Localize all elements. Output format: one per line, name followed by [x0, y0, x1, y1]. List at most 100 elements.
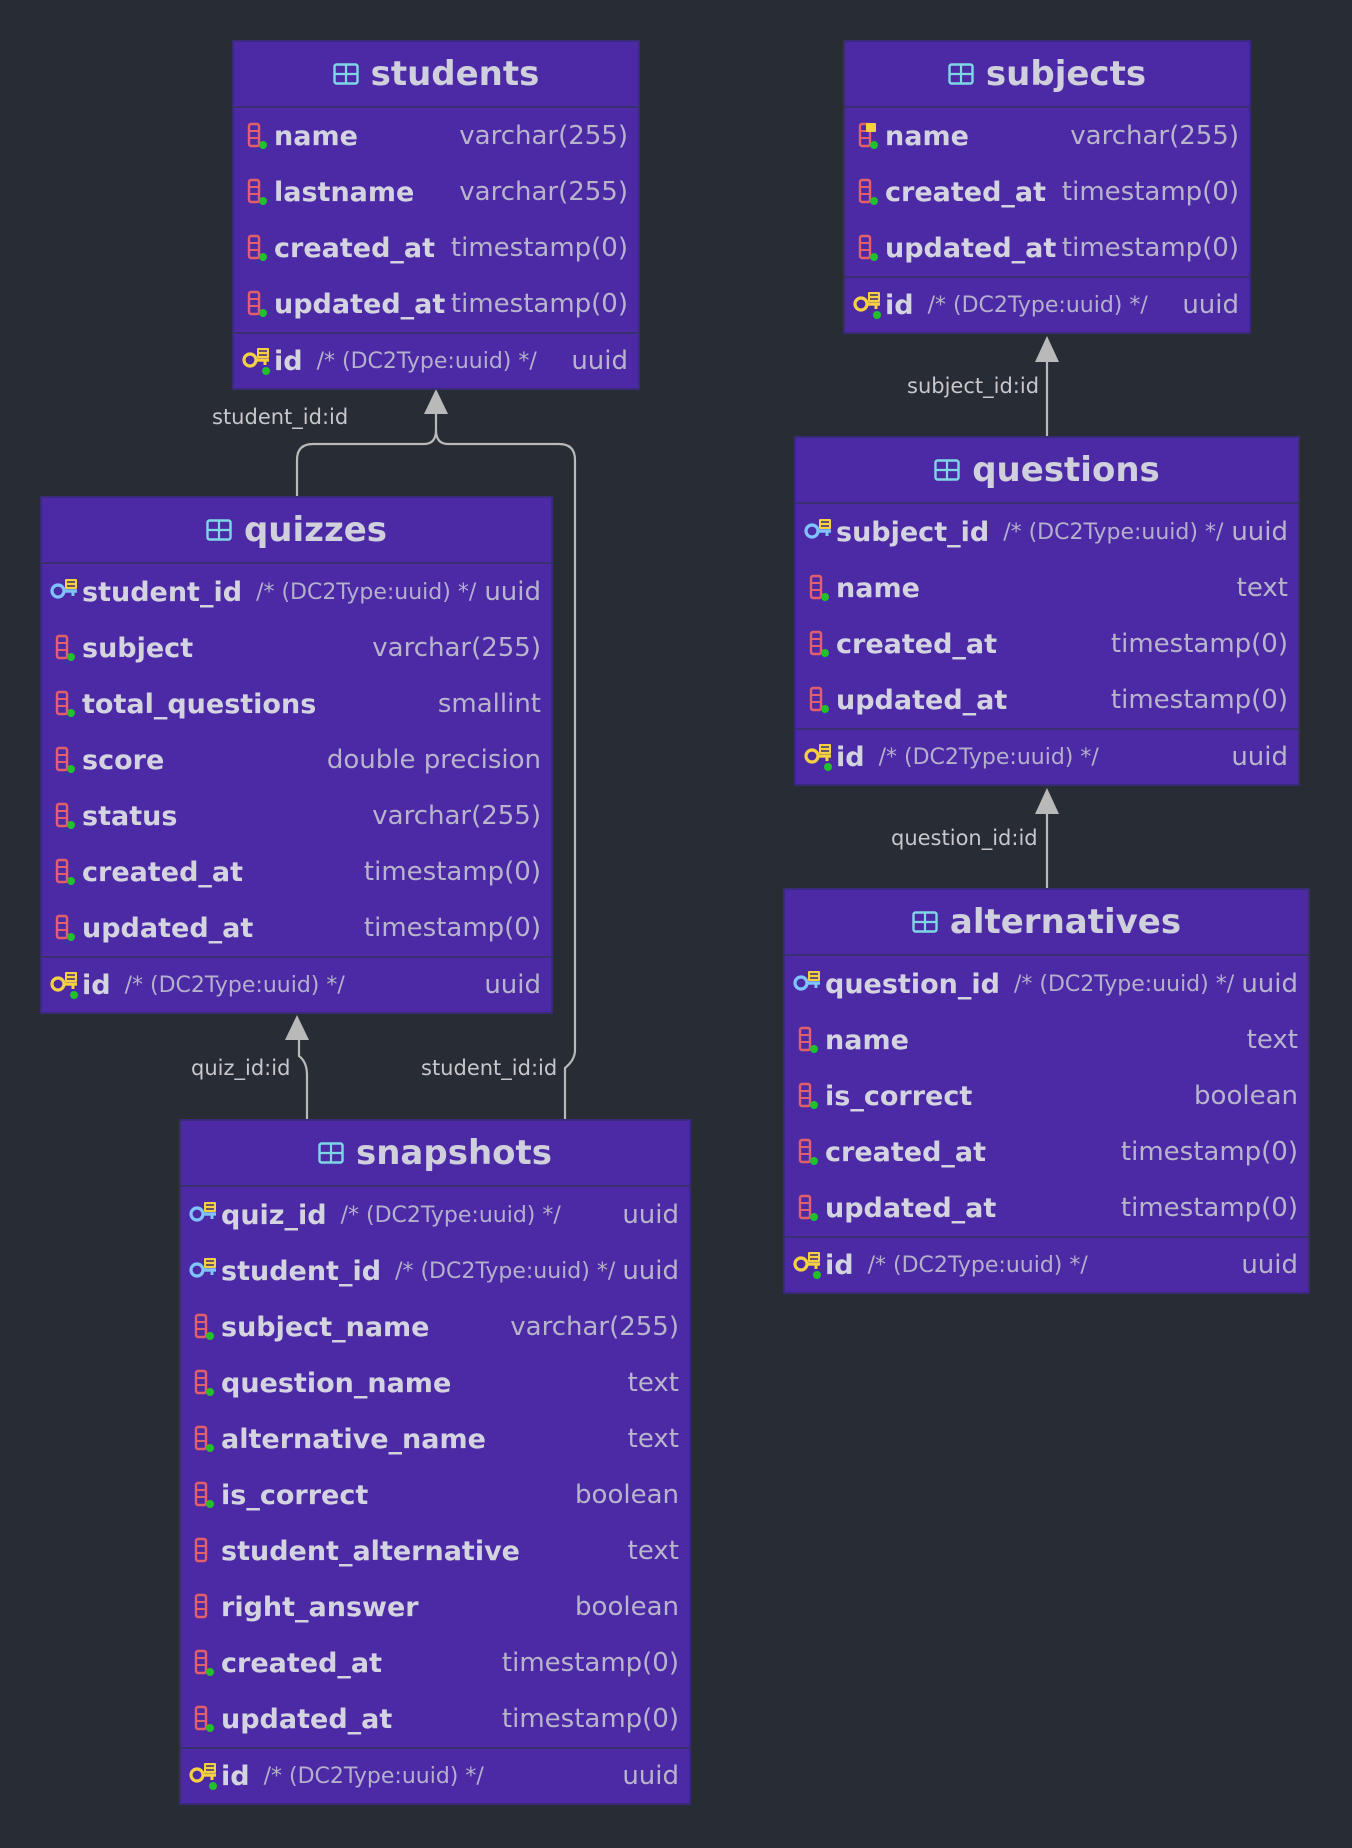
- column-name: created_at: [825, 1136, 987, 1168]
- table-title: students: [370, 54, 540, 94]
- column-row-id[interactable]: id/* (DC2Type:uuid) */uuid: [234, 332, 638, 388]
- column-name: created_at: [274, 232, 436, 264]
- column-type: uuid: [484, 970, 541, 1000]
- table-header[interactable]: subjects: [845, 42, 1249, 108]
- column-name: score: [82, 744, 165, 776]
- column-row-id[interactable]: id/* (DC2Type:uuid) */uuid: [785, 1236, 1308, 1292]
- primary-key-icon: [50, 970, 80, 1000]
- column-name: created_at: [82, 856, 244, 888]
- column-comment: /* (DC2Type:uuid) */: [1013, 971, 1235, 997]
- column-icon: [50, 801, 80, 831]
- edge-label-question-id: question_id:id: [891, 825, 1038, 851]
- table-title: snapshots: [355, 1133, 552, 1173]
- relation-snapshots-quizzes[interactable]: [297, 1030, 309, 1119]
- column-type: timestamp(0): [1120, 1137, 1298, 1167]
- column-type: text: [627, 1536, 679, 1566]
- edge-label-quiz-id: quiz_id:id: [191, 1055, 291, 1081]
- column-icon: [50, 633, 80, 663]
- column-row-id[interactable]: id/* (DC2Type:uuid) */uuid: [181, 1747, 689, 1803]
- table-header[interactable]: students: [234, 42, 638, 108]
- column-name: quiz_id: [221, 1199, 327, 1231]
- foreign-key-icon: [804, 517, 834, 547]
- table-quizzes[interactable]: quizzes student_id/* (DC2Type:uuid) */uui…: [40, 496, 553, 1014]
- column-row-subject[interactable]: subject varchar(255): [42, 620, 551, 676]
- column-comment: /* (DC2Type:uuid) */: [1003, 519, 1224, 545]
- table-header[interactable]: questions: [796, 438, 1298, 504]
- column-type: varchar(255): [459, 121, 628, 151]
- column-comment: /* (DC2Type:uuid) */: [867, 1252, 1088, 1278]
- relation-snapshots-students[interactable]: [434, 429, 577, 1119]
- column-name: status: [82, 800, 178, 832]
- column-icon: [793, 1193, 823, 1223]
- column-type: text: [1246, 1025, 1298, 1055]
- table-header[interactable]: snapshots: [181, 1121, 689, 1187]
- column-row-quiz-id[interactable]: quiz_id/* (DC2Type:uuid) */uuid: [181, 1187, 689, 1243]
- foreign-key-icon: [189, 1200, 219, 1230]
- column-type: timestamp(0): [450, 289, 628, 319]
- column-row-question-id[interactable]: question_id/* (DC2Type:uuid) */uuid: [785, 956, 1308, 1012]
- column-row-id[interactable]: id/* (DC2Type:uuid) */uuid: [796, 728, 1298, 784]
- column-icon: [242, 289, 272, 319]
- column-name: updated_at: [825, 1192, 997, 1224]
- table-header[interactable]: alternatives: [785, 890, 1308, 956]
- column-row-student-id[interactable]: student_id/* (DC2Type:uuid) */uuid: [42, 564, 551, 620]
- column-row-created-at[interactable]: created_at timestamp(0): [785, 1124, 1308, 1180]
- column-row-id[interactable]: id/* (DC2Type:uuid) */uuid: [845, 276, 1249, 332]
- column-icon: [50, 857, 80, 887]
- column-icon: [50, 913, 80, 943]
- column-icon: [853, 233, 883, 263]
- column-type: varchar(255): [510, 1312, 679, 1342]
- relation-quizzes-students[interactable]: [295, 398, 438, 496]
- column-row-student-id[interactable]: student_id/* (DC2Type:uuid) */uuid: [181, 1243, 689, 1299]
- table-header[interactable]: quizzes: [42, 498, 551, 564]
- table-snapshots[interactable]: snapshots quiz_id/* (DC2Type:uuid) */uuid…: [179, 1119, 691, 1805]
- column-type: varchar(255): [372, 633, 541, 663]
- table-icon: [948, 63, 974, 85]
- table-title: quizzes: [243, 510, 388, 550]
- column-type: timestamp(0): [501, 1648, 679, 1678]
- column-name: name: [885, 120, 969, 152]
- column-icon: [793, 1025, 823, 1055]
- column-row-subject-id[interactable]: subject_id/* (DC2Type:uuid) */uuid: [796, 504, 1298, 560]
- column-comment: /* (DC2Type:uuid) */: [927, 292, 1148, 318]
- column-name: subject: [82, 632, 194, 664]
- column-name: id: [836, 741, 865, 773]
- primary-key-icon: [804, 742, 834, 772]
- column-row-id[interactable]: id/* (DC2Type:uuid) */uuid: [42, 956, 551, 1012]
- column-icon: [242, 121, 272, 151]
- column-icon: [189, 1648, 219, 1678]
- column-type: varchar(255): [459, 177, 628, 207]
- column-name: total_questions: [82, 688, 317, 720]
- column-icon: [242, 233, 272, 263]
